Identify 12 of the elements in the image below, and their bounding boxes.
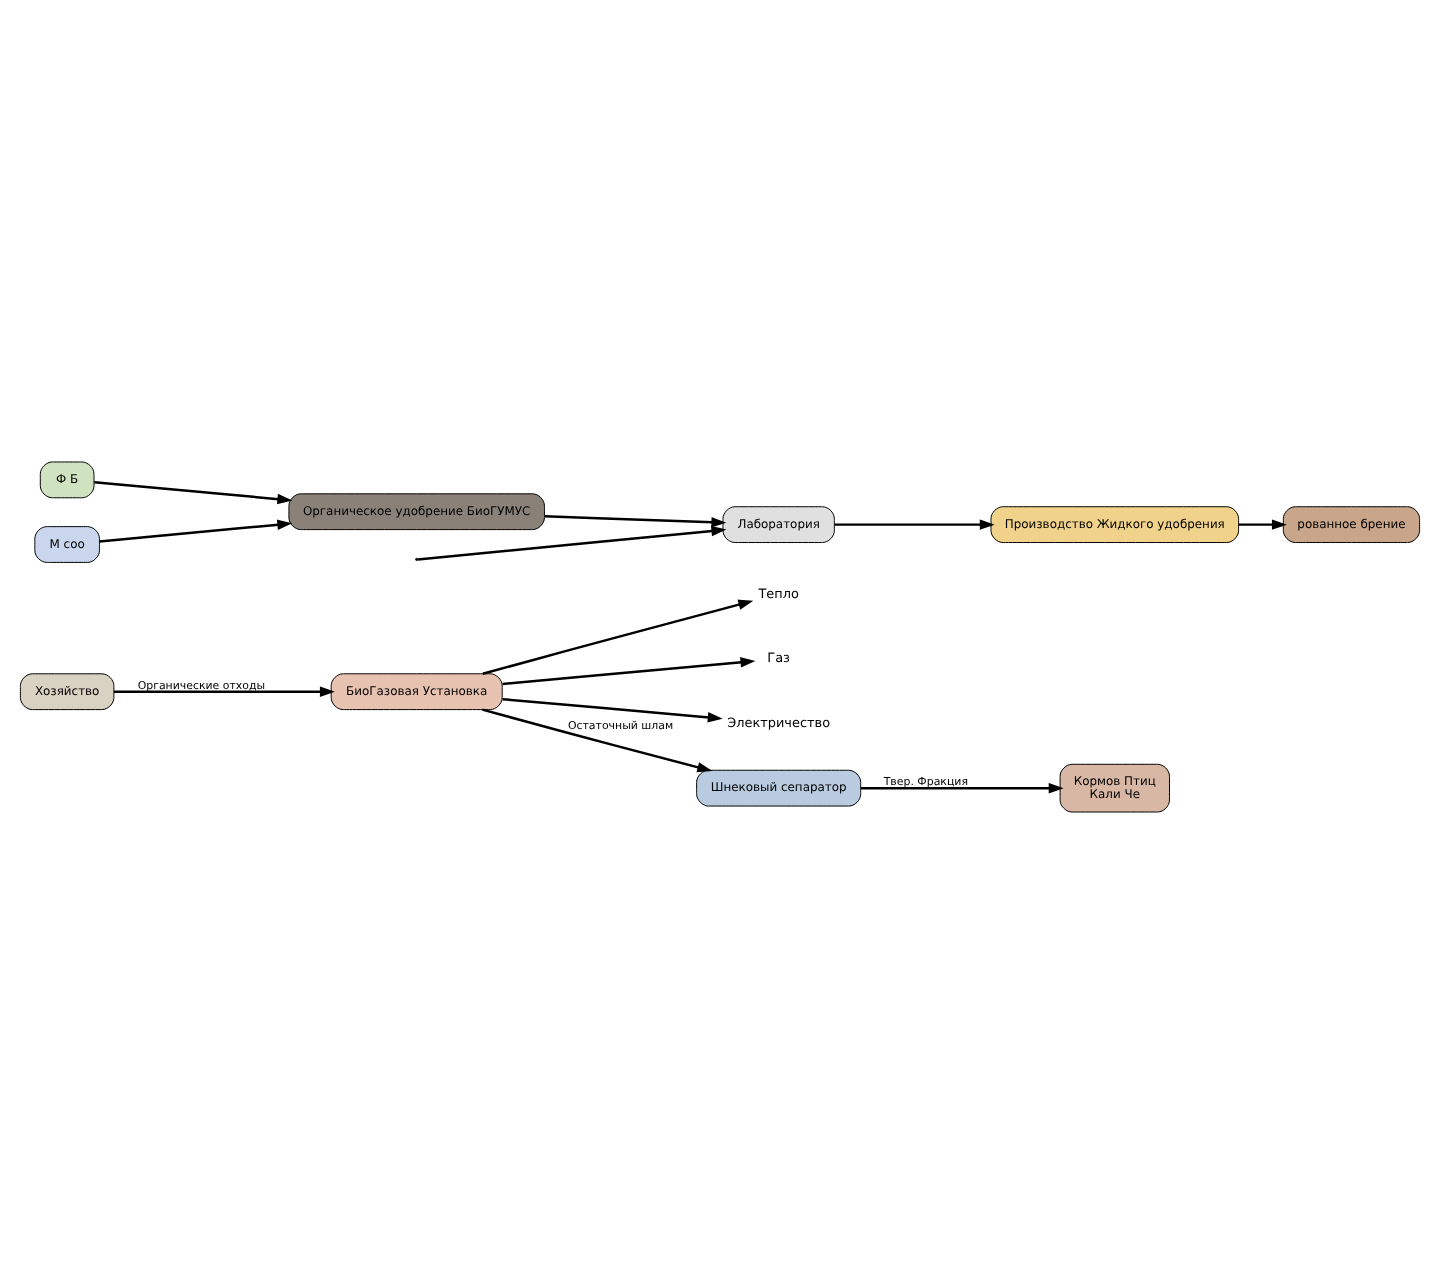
arrow xyxy=(1238,519,1287,530)
arrow xyxy=(113,686,335,697)
arrow xyxy=(502,697,723,723)
arrow xyxy=(417,517,727,561)
arrow xyxy=(482,599,754,675)
arrow xyxy=(861,782,1064,794)
arrow xyxy=(544,515,727,537)
arrow xyxy=(482,708,713,773)
arrow xyxy=(99,519,293,543)
arrow xyxy=(94,481,293,505)
arrow xyxy=(502,657,756,686)
arrow xyxy=(834,519,995,530)
